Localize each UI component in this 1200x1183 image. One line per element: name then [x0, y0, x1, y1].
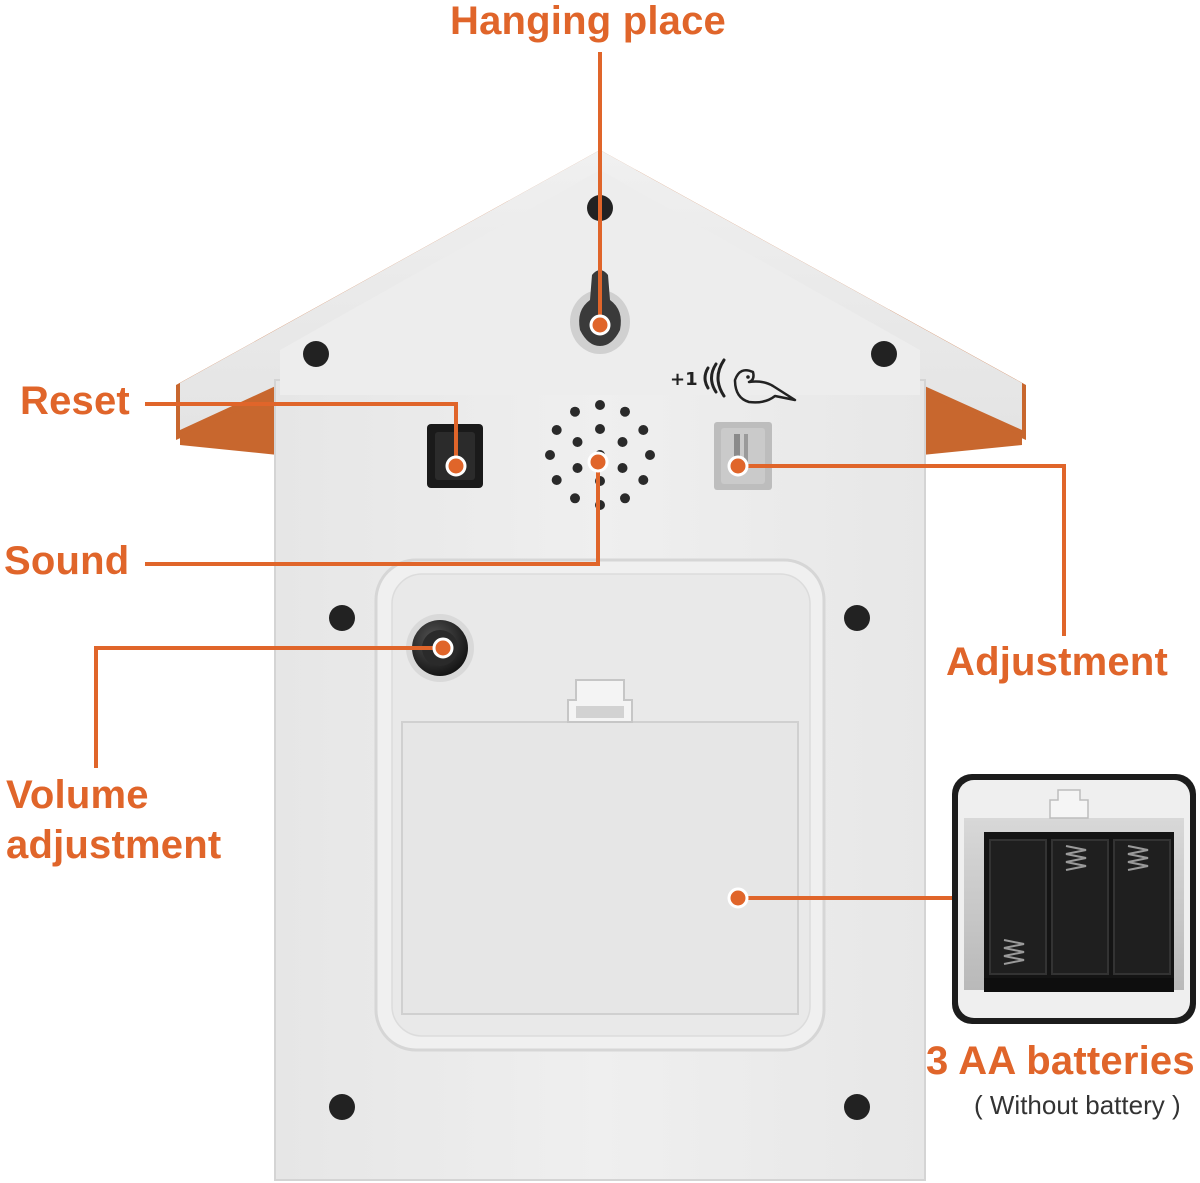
dot-volume: [432, 637, 454, 659]
screw-hole: [329, 1094, 355, 1120]
grille-hole: [545, 450, 555, 460]
callout-dots: [432, 314, 749, 909]
leader-sound: [145, 462, 600, 566]
grille-hole: [620, 406, 630, 417]
grille-hole: [551, 425, 562, 435]
roof-right-underside: [922, 393, 1022, 455]
grille-hole: [570, 493, 580, 504]
grille-hole: [620, 493, 630, 504]
grille-hole: [595, 400, 605, 410]
leader-volume: [94, 646, 443, 768]
screw-hole: [844, 605, 870, 631]
grille-hole: [617, 437, 628, 447]
label-batteries-note: ( Without battery ): [974, 1090, 1181, 1120]
screw-hole: [303, 341, 329, 367]
screw-hole: [844, 1094, 870, 1120]
screw-hole: [329, 605, 355, 631]
label-hanging-place: Hanging place: [450, 0, 726, 43]
grille-hole: [572, 437, 583, 447]
screw-hole: [871, 341, 897, 367]
label-batteries: 3 AA batteries: [926, 1039, 1195, 1083]
bird-chime-icon: +1: [670, 358, 797, 404]
dot-reset: [445, 455, 467, 477]
label-volume-line2: adjustment: [6, 823, 222, 867]
grille-hole: [617, 463, 628, 473]
battery-cover: [401, 721, 799, 1015]
callout-lines: [94, 52, 1066, 900]
label-reset: Reset: [20, 379, 130, 423]
grille-hole: [638, 475, 649, 485]
adjustment-slider: [714, 422, 772, 490]
leader-adjustment: [738, 464, 1066, 636]
leader-reset: [145, 402, 458, 466]
grille-hole: [595, 424, 605, 434]
grille-hole: [551, 475, 562, 485]
dot-hanging-place: [589, 314, 611, 336]
dot-sound: [587, 451, 609, 473]
grille-hole: [638, 425, 649, 435]
battery-holder-icon: [952, 774, 1196, 1024]
bird-badge-text: +1: [670, 369, 698, 390]
label-volume-line1: Volume: [6, 773, 149, 817]
grille-hole: [645, 450, 655, 460]
dot-batteries: [727, 887, 749, 909]
grille-hole: [570, 406, 580, 417]
dot-adjustment: [727, 455, 749, 477]
label-sound: Sound: [4, 539, 130, 583]
screw-holes: [303, 195, 897, 1120]
label-adjustment: Adjustment: [946, 640, 1168, 684]
battery-compartment: [374, 558, 826, 1052]
roof-left-underside: [180, 393, 278, 455]
grille-hole: [572, 463, 583, 473]
